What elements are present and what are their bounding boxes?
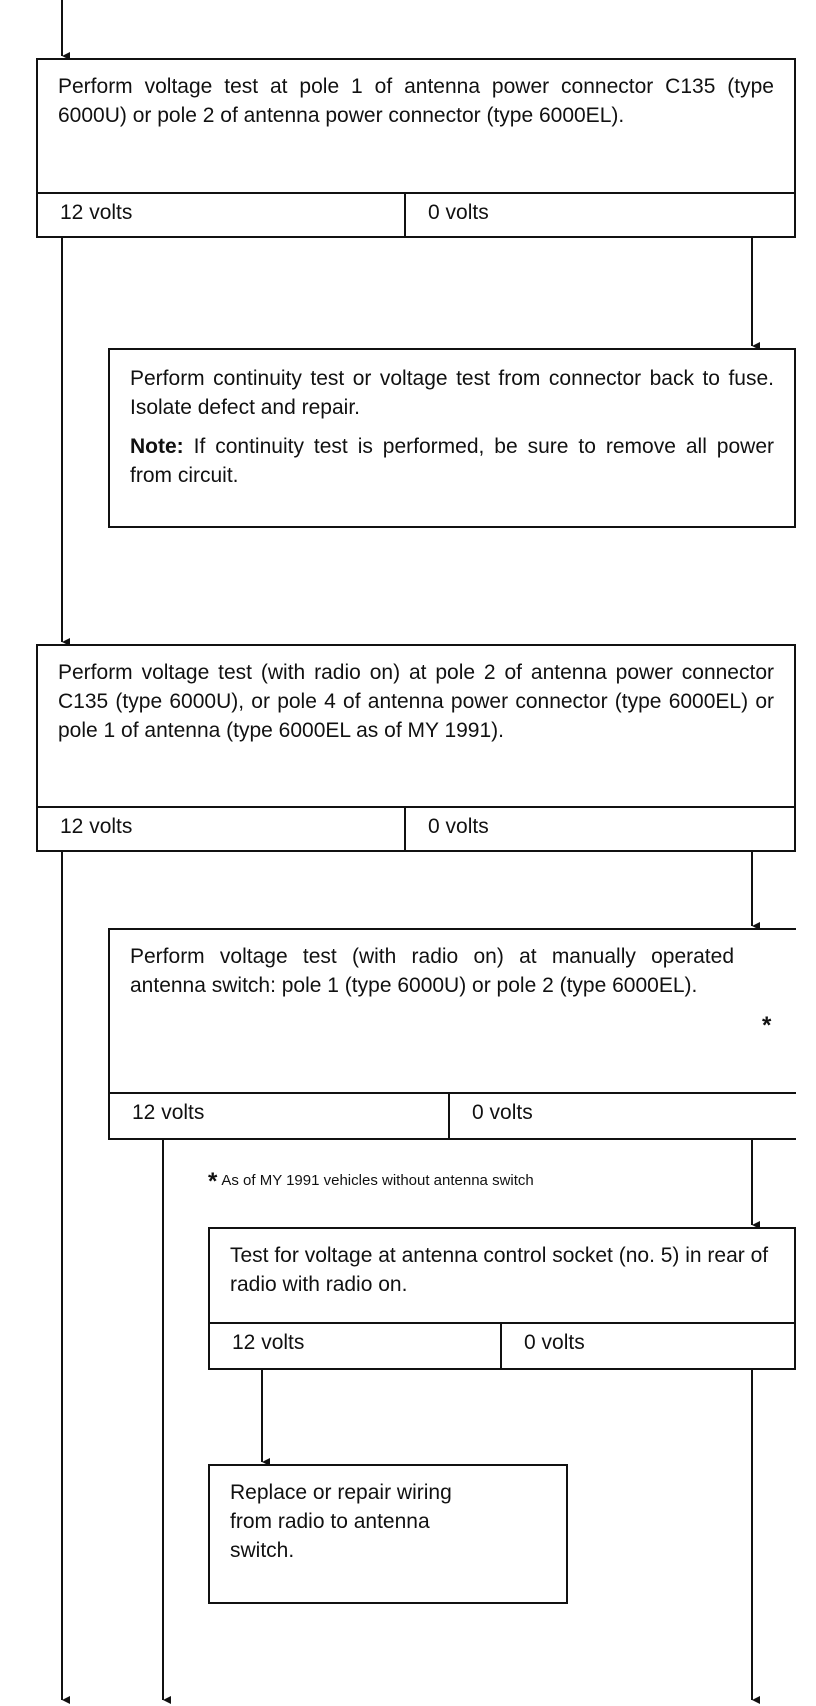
result-0-volts: 0 volts — [428, 201, 489, 224]
footnote-text: As of MY 1991 vehicles without antenna s… — [221, 1172, 534, 1189]
box-continuity-test: Perform continuity test or voltage test … — [108, 348, 796, 528]
result-12-volts: 12 volts — [38, 194, 406, 236]
box-radio-on-power-test-text: Perform voltage test (with radio on) at … — [58, 661, 774, 742]
result-0-volts: 0 volts — [472, 1101, 533, 1124]
box-antenna-power-test: Perform voltage test at pole 1 of antenn… — [36, 58, 796, 238]
result-12-volts: 12 volts — [210, 1324, 502, 1368]
result-0-volts: 0 volts — [524, 1331, 585, 1354]
box-control-socket-test: Test for voltage at antenna control sock… — [208, 1227, 796, 1370]
result-12-volts: 12 volts — [38, 808, 406, 850]
result-0-volts: 0 volts — [428, 815, 489, 838]
note-label: Note: — [130, 435, 184, 458]
result-row: 12 volts 0 volts — [38, 806, 794, 850]
box-radio-on-power-test: Perform voltage test (with radio on) at … — [36, 644, 796, 852]
asterisk-marker: * — [762, 1012, 772, 1039]
box-antenna-switch-test-text: Perform voltage test (with radio on) at … — [130, 945, 734, 997]
result-row: 12 volts 0 volts — [210, 1322, 794, 1368]
box-replace-wiring: Replace or repair wiring from radio to a… — [208, 1464, 568, 1604]
note-text: If continuity test is performed, be sure… — [130, 435, 774, 487]
footnote: *As of MY 1991 vehicles without antenna … — [208, 1170, 534, 1194]
box-antenna-switch-test: Perform voltage test (with radio on) at … — [108, 928, 796, 1140]
box-continuity-note: Note: If continuity test is performed, b… — [110, 432, 794, 500]
result-row: 12 volts 0 volts — [38, 192, 794, 236]
result-row: 12 volts 0 volts — [110, 1092, 796, 1138]
footnote-asterisk: * — [208, 1168, 218, 1195]
result-12-volts: 12 volts — [110, 1094, 450, 1138]
box-continuity-test-text: Perform continuity test or voltage test … — [130, 367, 774, 419]
box-replace-wiring-text: Replace or repair wiring from radio to a… — [230, 1481, 452, 1562]
box-control-socket-test-text: Test for voltage at antenna control sock… — [230, 1244, 769, 1296]
box-antenna-power-test-text: Perform voltage test at pole 1 of antenn… — [58, 75, 774, 127]
